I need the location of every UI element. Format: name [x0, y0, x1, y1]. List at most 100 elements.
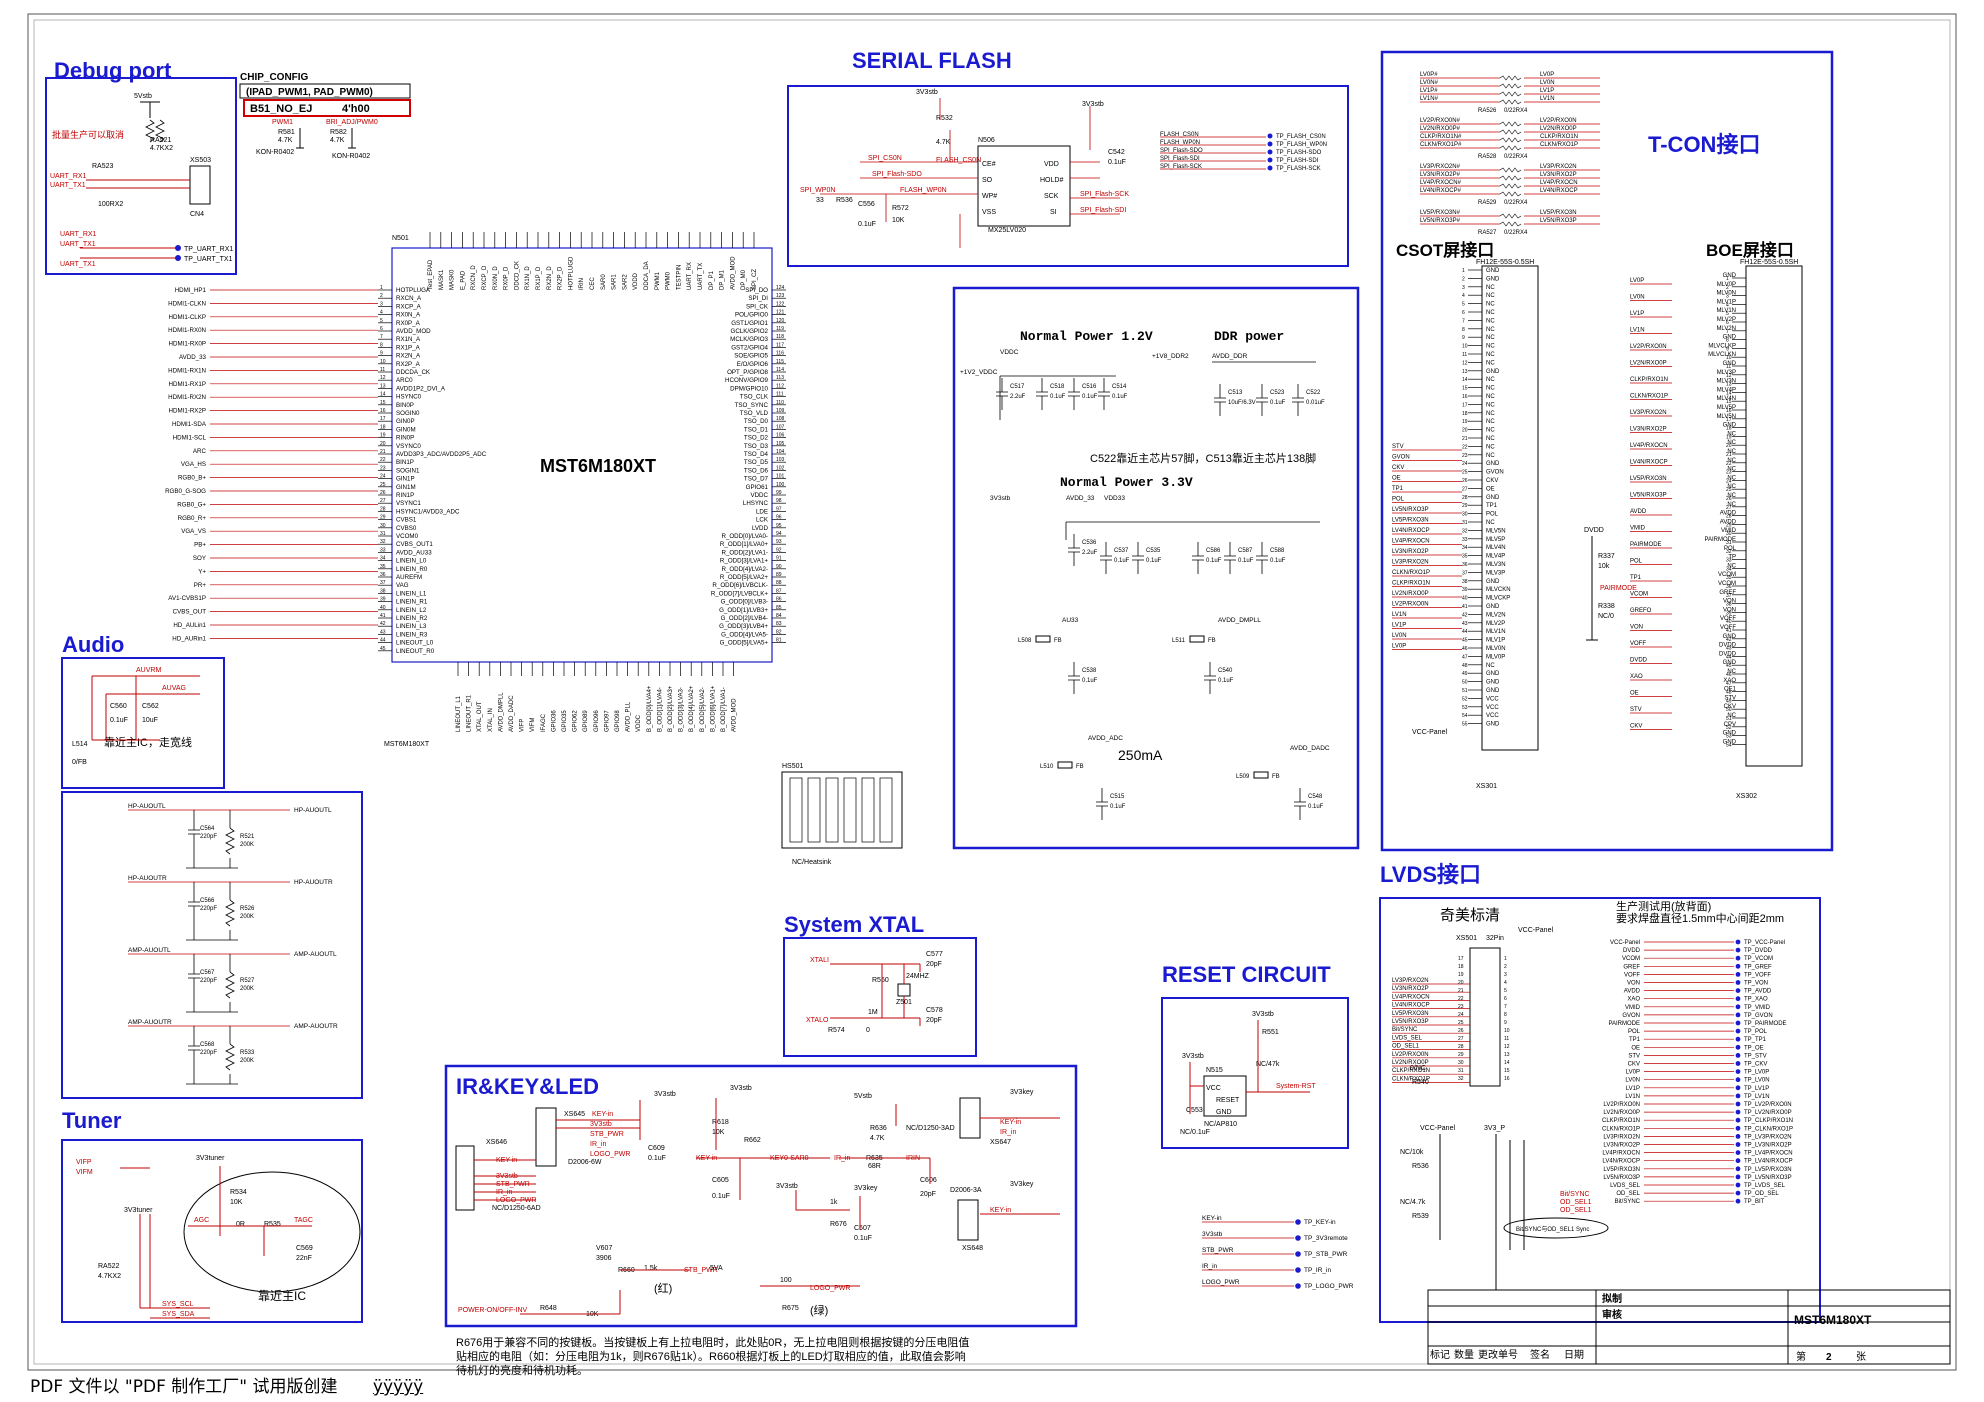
chip-right-pin-label: LCK [756, 517, 769, 524]
lvds-left-net: LV2P/RXO0N [1392, 1052, 1429, 1058]
csot-pin-label: MLV2N [1486, 612, 1506, 618]
left-net-label: HDMI1-RX1P [169, 381, 206, 388]
lvds-bit-net3: OD_SEL1 [1560, 1207, 1592, 1214]
chip-left-pin-label: CVBS_OUT1 [396, 541, 433, 548]
chip-left-pin-label: BIN0P [396, 402, 414, 409]
chip-left-pin-label: VSYNC0 [396, 443, 421, 450]
flash-tp-net: SPI_Flash-SDO [1160, 148, 1203, 154]
lvds-tp-label: TP_LV2P/RXO0N [1744, 1102, 1792, 1108]
power-rail-label: AVDD_33 [1066, 495, 1095, 502]
lvds-tp-label: TP_LV5P/RXO3N [1744, 1167, 1792, 1173]
chip-left-pin-label: RIN1P [396, 492, 414, 499]
r539-ref: R539 [1412, 1213, 1429, 1220]
chip-right-pin-number: 102 [776, 465, 785, 471]
chip-left-pin-number: 30 [380, 523, 386, 529]
chip-left-pin-number: 6 [380, 326, 383, 332]
lvds-tp-net: LV1N [1625, 1094, 1640, 1100]
boe-pin-number: 24 [1726, 478, 1732, 484]
lvds-tp-dot [1735, 1020, 1741, 1026]
boe-pin-label: CPV [1724, 722, 1736, 728]
chip-right-pin-label: G_ODD[1]/LVB3+ [719, 607, 768, 614]
chip-left-pin-label: RX0N_A [396, 312, 421, 319]
tuner-wires [120, 1166, 312, 1319]
left-net-label: HDMI1-RX0P [169, 341, 206, 348]
boe-pin-label: NC [1727, 484, 1736, 490]
lvds-pin-number-left: 23 [1458, 1004, 1464, 1010]
left-net-label: HDMI1-SCL [173, 434, 207, 441]
xtal-out-net: XTALO [806, 1017, 829, 1024]
lvds-tp-dot [1735, 1134, 1741, 1139]
csot-pin-number: 8 [1462, 327, 1465, 333]
tuner-vifp: VIFP [76, 1159, 92, 1166]
boe-pin-number: 33 [1726, 558, 1732, 564]
left-net-label: PR+ [194, 582, 207, 589]
power-rail-label: AVDD_DADC [1290, 745, 1330, 752]
chip-top-pin-label: IRIN [579, 278, 585, 290]
chip-bottom-pin-label: GPIO36 [551, 710, 557, 732]
boe-pin-label: GND [1723, 335, 1737, 341]
lvds-tp-net: CLKP/RXO1N [1602, 1118, 1640, 1124]
chip-right-pin-label: OPT_P/GPIO8 [727, 369, 768, 376]
power-bead-type: FB [1076, 764, 1084, 770]
chip-right-pin-label: SOE/GPIO5 [734, 353, 768, 360]
irkey-logo3: LOGO_PWR [810, 1285, 850, 1292]
lvds-tp-net: VON [1627, 981, 1640, 987]
c609-val: 0.1uF [648, 1155, 666, 1162]
boe-pin-label: MLV1N [1716, 308, 1736, 314]
csot-pin-number: 23 [1462, 453, 1468, 459]
csot-pin-number: 27 [1462, 486, 1468, 492]
chip-right-pin-number: 106 [776, 433, 785, 439]
xtal-freq: 24MHZ [906, 973, 930, 980]
lvds-tp-dot [1735, 1093, 1741, 1099]
r550-ref: R550 [872, 977, 889, 984]
chip-left-pin-label: LINEOUT_R0 [396, 648, 435, 655]
tuner-tagc: TAGC [294, 1217, 313, 1224]
lvds-pin-number-left: 30 [1458, 1060, 1464, 1066]
chip-config-pwm0: BRI_ADJ/PWM0 [326, 119, 378, 126]
boe-pin-number: 11 [1726, 364, 1731, 370]
tcon-resistor [1499, 145, 1522, 151]
mst-chip-body [391, 247, 773, 663]
reset-supply1: 3V3stb [1182, 1053, 1204, 1060]
chip-right-pin-number: 90 [776, 564, 782, 570]
c542-ref: C542 [1108, 149, 1125, 156]
chip-left-pin-label: LINEIN_R2 [396, 615, 428, 622]
title-sheet-post: 张 [1856, 1351, 1866, 1363]
chip-right-pin-number: 124 [776, 285, 785, 291]
tuner-vifm: VIFM [76, 1169, 93, 1176]
audio-out-cap-val: 220pF [200, 906, 217, 912]
chip-right-pin-number: 111 [776, 392, 784, 398]
chip-top-pin-label: SAR0 [601, 274, 607, 290]
csot-pin-label: GND [1486, 495, 1500, 501]
csot-pin-number: 48 [1462, 663, 1468, 669]
chip-left-pin-label: SOGIN0 [396, 410, 420, 417]
cn4-ref: CN4 [190, 211, 204, 218]
xs503-ref: XS503 [190, 157, 211, 164]
lvds-tp-label: TP_GREF [1744, 964, 1772, 970]
debug-net-tx1: UART_TX1 [50, 182, 86, 189]
xs503-connector [189, 165, 211, 205]
flash-tp-label: TP_FLASH-SDO [1276, 150, 1322, 156]
lvds-pin-number-left: 20 [1458, 980, 1464, 986]
audio-out-res-ref: R526 [240, 906, 255, 912]
audio-out-cap-val: 220pF [200, 834, 217, 840]
csot-pin-number: 46 [1462, 646, 1468, 652]
power-cap-ref: C536 [1082, 540, 1097, 546]
csot-conn: FH12E-55S-0.5SH [1476, 259, 1534, 266]
csot-pin-number: 1 [1462, 268, 1465, 274]
chip-top-pin-label: SAR1 [612, 274, 618, 290]
boe-pin-number: 49 [1726, 698, 1732, 704]
debug-net-rx2: UART_RX1 [60, 231, 97, 238]
left-net-label: HDMI1-RX2P [169, 408, 206, 415]
chip-left-pin-label: RX1P_A [396, 344, 421, 351]
chip-config-wires [296, 128, 356, 149]
boe-pin-number: 40 [1726, 619, 1732, 625]
boe-pin-number: 37 [1726, 593, 1732, 599]
lvds-pin-number-left: 25 [1458, 1020, 1464, 1026]
power-cap-val: 0.1uF [1206, 558, 1222, 564]
lvds-pin-number-left: 21 [1458, 988, 1464, 994]
chip-left-pin-number: 8 [380, 342, 383, 348]
reset-supply2: 3V3stb [1252, 1011, 1274, 1018]
